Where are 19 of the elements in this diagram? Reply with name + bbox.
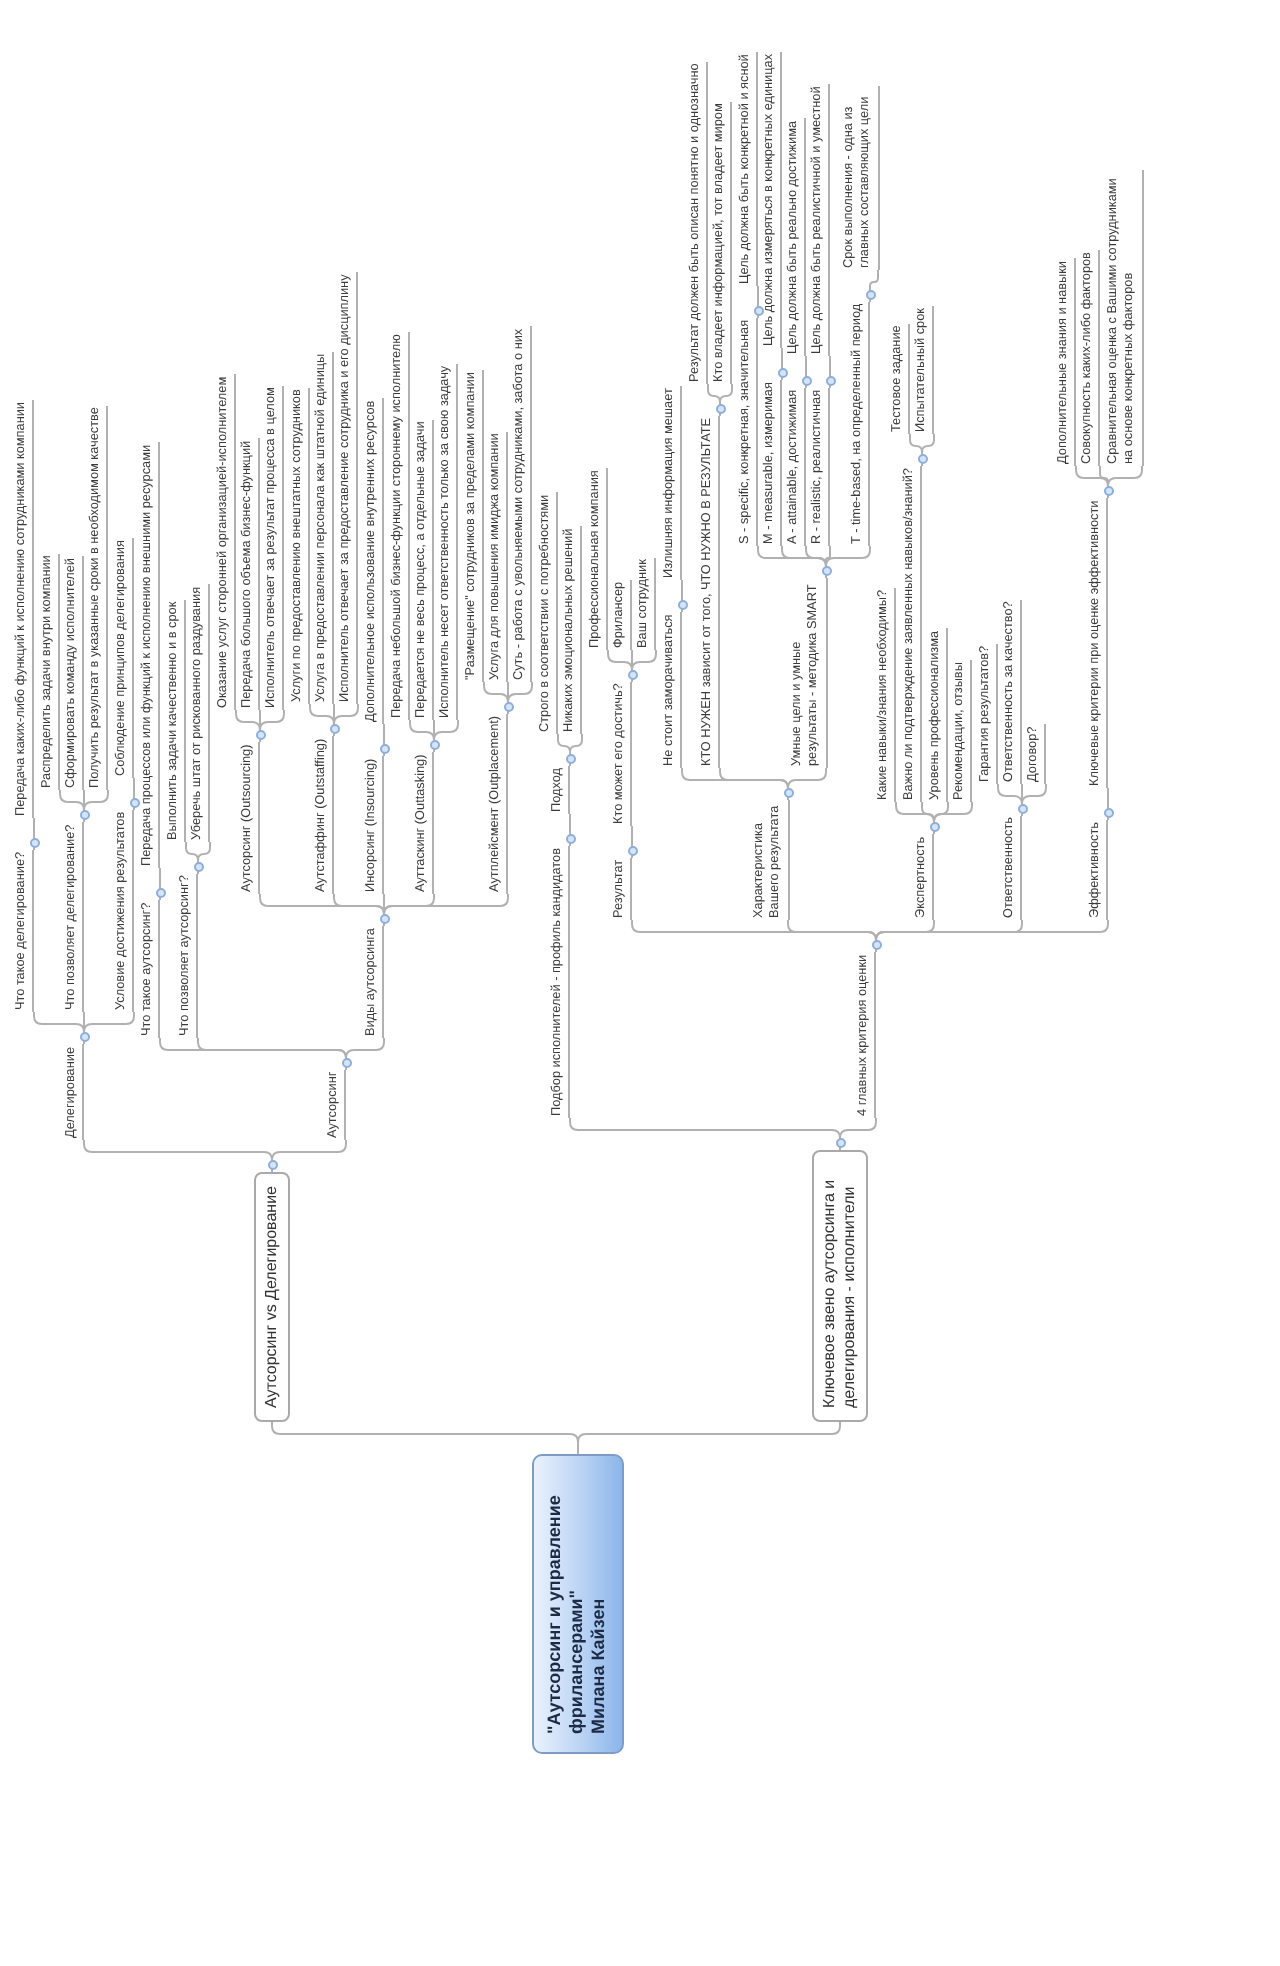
connector-line (159, 867, 161, 901)
connector-line (1107, 787, 1109, 821)
connector-line (577, 1421, 841, 1455)
main-topic-box: Ключевое звено аутсорсинга и делегирования - исполнители (812, 1150, 868, 1422)
connector-line (133, 777, 135, 811)
connector-line (757, 285, 759, 319)
connector-line (781, 347, 783, 381)
connector-line (33, 817, 35, 851)
connector-line (631, 825, 633, 859)
topic-title: "Аутсорсинг и управление фрилансерами" (544, 1493, 588, 1734)
connector-line (869, 269, 879, 303)
connector-line (681, 579, 683, 613)
topic-subtitle: Милана Кайзен (588, 1596, 610, 1734)
main-topic-box: Аутсорсинг vs Делегирование (254, 1171, 290, 1422)
connector-line (829, 355, 831, 389)
connector-line (383, 723, 385, 757)
connector-line (805, 355, 807, 389)
central-topic-box (532, 1454, 624, 1754)
connector-line (569, 813, 571, 847)
